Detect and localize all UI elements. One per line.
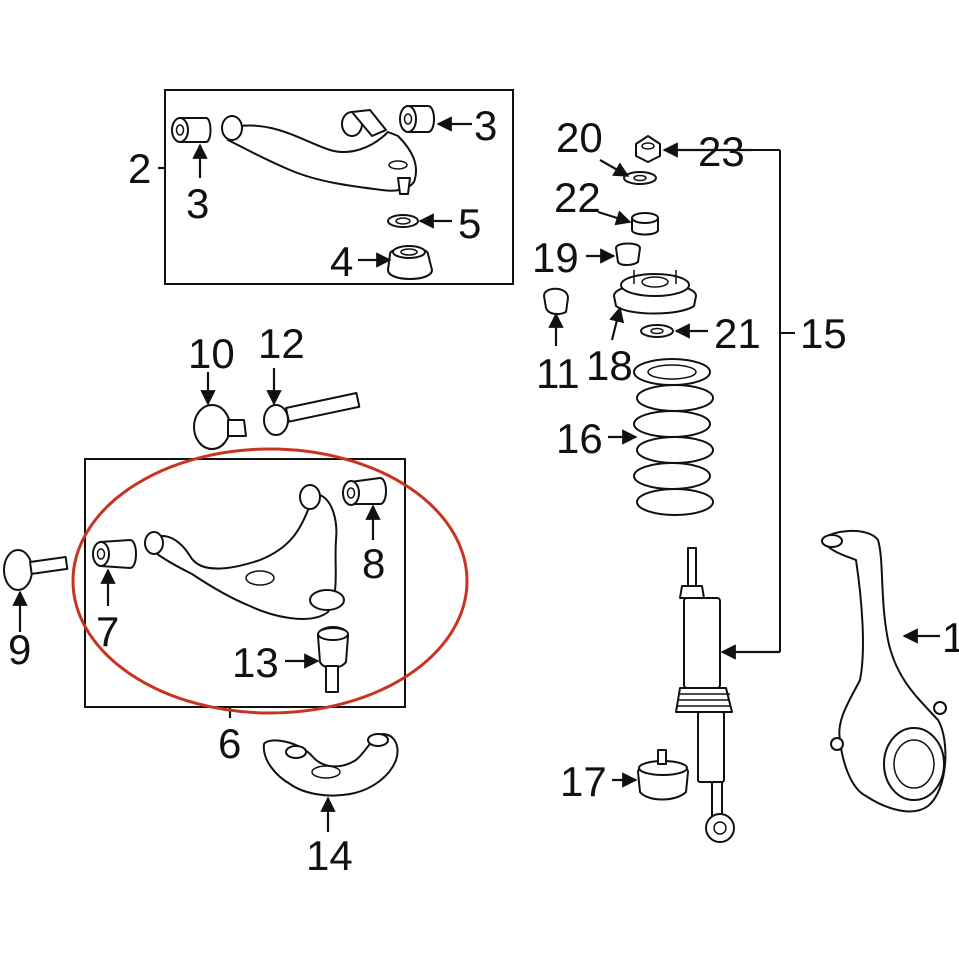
leader-arrows bbox=[12, 116, 940, 832]
label-20: 20 bbox=[556, 114, 603, 161]
highlight-ellipse bbox=[71, 447, 469, 715]
washer-5 bbox=[387, 214, 419, 228]
label-2: 2 bbox=[128, 145, 151, 192]
steering-knuckle-1 bbox=[821, 529, 947, 813]
ball-joint-13 bbox=[317, 626, 349, 693]
part-number-labels: 1 2 3 3 4 5 6 7 8 9 10 11 12 13 14 15 16… bbox=[8, 102, 959, 879]
nut-19 bbox=[615, 242, 641, 266]
bushing-3-left bbox=[171, 117, 212, 143]
boot-4 bbox=[387, 245, 433, 280]
label-13: 13 bbox=[232, 639, 279, 686]
nut-23 bbox=[635, 135, 661, 163]
label-5: 5 bbox=[458, 200, 481, 247]
cap-11 bbox=[543, 287, 569, 316]
label-21: 21 bbox=[714, 310, 761, 357]
bolt-9 bbox=[3, 549, 69, 591]
mount-18 bbox=[613, 270, 697, 315]
label-9: 9 bbox=[8, 626, 31, 673]
strut-assembly-bracket bbox=[752, 149, 795, 652]
washer-20 bbox=[623, 171, 657, 185]
label-10: 10 bbox=[188, 330, 235, 377]
label-16: 16 bbox=[556, 415, 603, 462]
bracket-14 bbox=[262, 733, 399, 797]
label-15: 15 bbox=[800, 310, 847, 357]
label-11: 11 bbox=[536, 350, 580, 397]
bushing-3-right bbox=[399, 105, 435, 133]
lower-control-arm bbox=[144, 484, 345, 620]
label-18: 18 bbox=[586, 342, 633, 389]
label-22: 22 bbox=[554, 174, 601, 221]
shock-absorber-15 bbox=[675, 547, 735, 843]
label-3-right: 3 bbox=[474, 102, 497, 149]
label-4: 4 bbox=[330, 238, 353, 285]
upper-arm-assembly-box bbox=[158, 89, 514, 285]
cam-bolt-10 bbox=[193, 404, 247, 450]
label-8: 8 bbox=[362, 540, 385, 587]
label-12: 12 bbox=[258, 320, 305, 367]
label-23: 23 bbox=[698, 128, 745, 175]
label-6: 6 bbox=[218, 720, 241, 767]
bushing-8 bbox=[342, 477, 387, 506]
bushing-7 bbox=[92, 539, 137, 569]
bump-stop-17 bbox=[637, 749, 689, 801]
upper-control-arm bbox=[221, 109, 417, 195]
label-14: 14 bbox=[306, 832, 353, 879]
cam-bolt-12 bbox=[263, 392, 361, 436]
bushing-22 bbox=[631, 212, 659, 236]
label-3-left: 3 bbox=[186, 180, 209, 227]
label-7: 7 bbox=[96, 608, 119, 655]
label-19: 19 bbox=[532, 234, 579, 281]
label-17: 17 bbox=[560, 758, 607, 805]
washer-21 bbox=[640, 324, 674, 338]
label-1: 1 bbox=[942, 614, 959, 661]
coil-spring-16 bbox=[633, 358, 714, 516]
